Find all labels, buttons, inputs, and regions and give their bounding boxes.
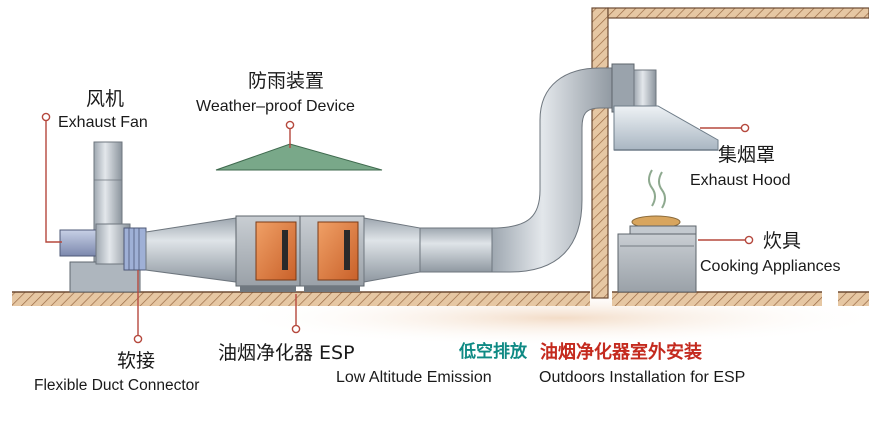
label-exhaust-hood-zh: 集烟罩 [718,144,776,166]
esp-unit-2 [299,215,365,292]
label-esp-zh: 油烟净化器 ESP [218,342,355,364]
label-exhaust-fan-en: Exhaust Fan [58,114,148,131]
label-outdoor-install-en: Outdoors Installation for ESP [539,369,746,386]
flexible-connector [123,227,147,271]
label-low-altitude-zh: 低空排放 [459,342,527,362]
label-exhaust-fan-zh: 风机 [86,88,125,110]
label-low-altitude-en: Low Altitude Emission [336,369,492,386]
label-exhaust-hood-en: Exhaust Hood [690,172,791,189]
label-cooking-zh: 炊具 [763,230,802,252]
label-connector-zh: 软接 [117,350,156,372]
label-weather-proof-zh: 防雨装置 [248,70,325,92]
exhaust-hood [613,105,719,151]
leader-lines [45,120,746,336]
label-weather-proof-en: Weather–proof Device [196,98,355,115]
duct-outlet [363,63,657,283]
leader-dots [41,112,754,344]
ground [12,291,869,306]
weather-proof-cover [215,143,383,171]
esp-unit-1 [235,215,301,292]
duct-inlet [145,217,237,283]
cooking-appliance [617,169,697,293]
label-cooking-en: Cooking Appliances [700,258,841,275]
label-connector-en: Flexible Duct Connector [34,377,200,394]
label-outdoor-install-zh: 油烟净化器室外安装 [540,342,702,363]
